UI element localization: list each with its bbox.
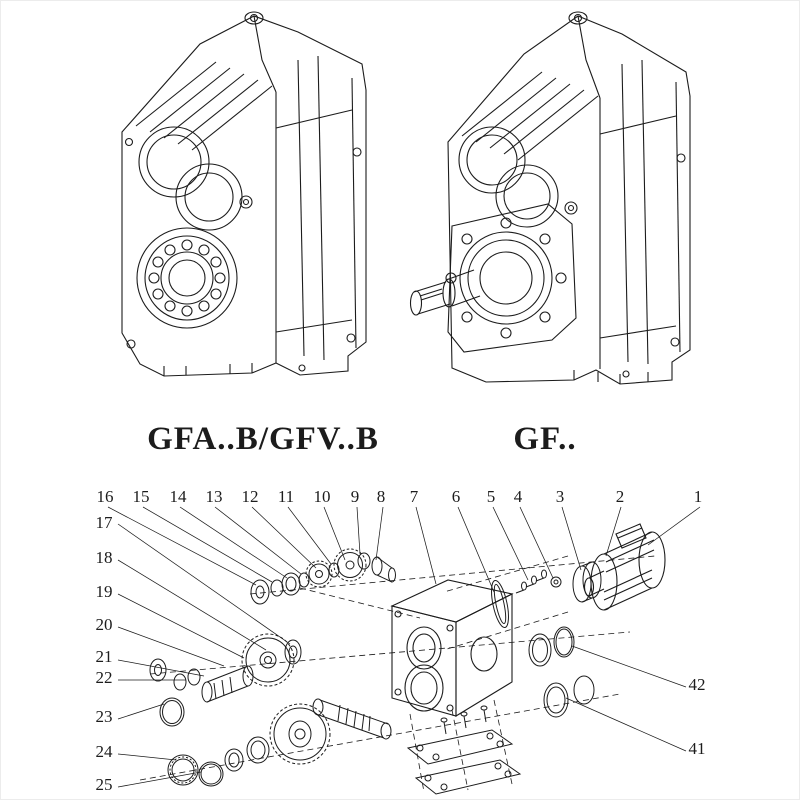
callout-41: 41 xyxy=(689,739,706,758)
hollow-shaft-bearing xyxy=(136,227,238,329)
housing-silhouette xyxy=(447,15,691,385)
callout-23: 23 xyxy=(96,707,113,726)
callout-1: 1 xyxy=(694,487,703,506)
callout-16: 16 xyxy=(97,487,114,506)
callout-42: 42 xyxy=(689,675,706,694)
callout-numbers: 16 15 14 13 12 11 10 9 8 7 6 5 4 3 2 1 1… xyxy=(96,487,706,794)
callout-14: 14 xyxy=(170,487,188,506)
intermediate-gear-parts xyxy=(149,633,302,727)
cooling-fins xyxy=(135,61,273,151)
output-flange xyxy=(445,203,577,353)
model-label-left: GFA..B/GFV..B xyxy=(147,421,379,457)
callout-12: 12 xyxy=(242,487,259,506)
assembly-axis-lines xyxy=(139,555,656,793)
motor-assembly xyxy=(583,523,666,611)
callout-2: 2 xyxy=(616,487,625,506)
callout-10: 10 xyxy=(314,487,331,506)
output-shaft-parts xyxy=(167,698,392,787)
gear-housing xyxy=(390,579,514,717)
mounting-feet xyxy=(573,370,649,384)
input-shaft-parts xyxy=(250,548,396,605)
callout-13: 13 xyxy=(206,487,223,506)
callout-4: 4 xyxy=(514,487,523,506)
cover-plates xyxy=(406,705,522,795)
callout-17: 17 xyxy=(96,513,114,532)
housing-edges xyxy=(253,15,357,363)
exploded-view: 16 15 14 13 12 11 10 9 8 7 6 5 4 3 2 1 1… xyxy=(96,487,706,795)
output-shaft xyxy=(409,269,481,316)
callout-24: 24 xyxy=(96,742,114,761)
mounting-feet xyxy=(163,363,253,376)
callout-6: 6 xyxy=(452,487,461,506)
callout-21: 21 xyxy=(96,647,113,666)
housing-bolts xyxy=(124,137,362,372)
callout-8: 8 xyxy=(377,487,386,506)
callout-22: 22 xyxy=(96,668,113,687)
leader-lines xyxy=(107,506,701,788)
housing-silhouette xyxy=(121,15,367,377)
callout-19: 19 xyxy=(96,582,113,601)
callout-5: 5 xyxy=(487,487,496,506)
gearbox-drawing-gf xyxy=(409,11,691,385)
callout-15: 15 xyxy=(133,487,150,506)
gearbox-drawing-gfab xyxy=(121,11,367,377)
callout-25: 25 xyxy=(96,775,113,794)
housing-bolts xyxy=(564,153,686,378)
callout-20: 20 xyxy=(96,615,113,634)
callout-3: 3 xyxy=(556,487,565,506)
callout-11: 11 xyxy=(278,487,294,506)
callout-9: 9 xyxy=(351,487,360,506)
callout-18: 18 xyxy=(96,548,113,567)
callout-7: 7 xyxy=(410,487,419,506)
right-rings-and-bearings xyxy=(528,626,595,718)
input-bearing-covers xyxy=(458,126,559,228)
cooling-fins xyxy=(461,71,599,161)
model-label-right: GF.. xyxy=(513,421,576,457)
input-bearing-covers xyxy=(138,126,243,231)
housing-edges xyxy=(577,15,681,369)
eyebolt-boss xyxy=(568,11,588,25)
eyebolt-boss xyxy=(244,11,264,25)
